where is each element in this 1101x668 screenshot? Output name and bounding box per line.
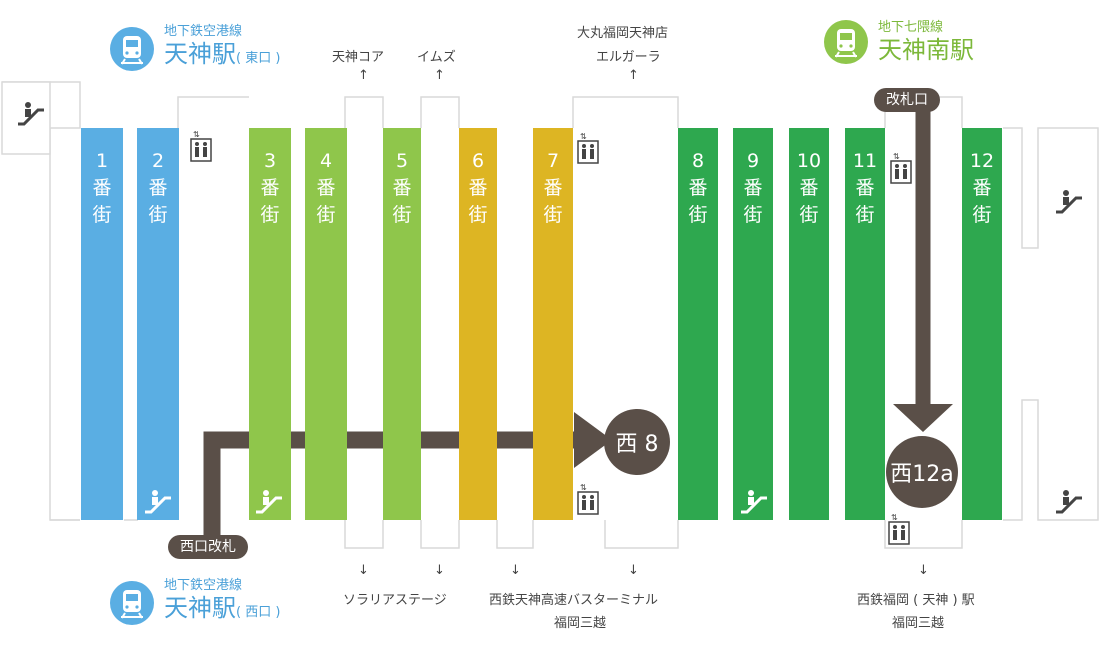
svg-text:⇅: ⇅ bbox=[193, 130, 200, 139]
down-arrow-icon: ↓ bbox=[510, 563, 521, 578]
dest-bus-terminal[interactable]: 西鉄天神高速バスターミナル bbox=[489, 593, 659, 608]
dest-imz[interactable]: イムズ bbox=[417, 50, 456, 65]
train-icon bbox=[110, 580, 154, 625]
route-arrowhead-west12a bbox=[893, 404, 953, 432]
station-airport-west[interactable]: 地下鉄空港線 天神駅( 西口 ) bbox=[110, 578, 280, 627]
up-arrow-icon: ↑ bbox=[628, 68, 639, 83]
dest-elgala[interactable]: エルガーラ bbox=[596, 50, 661, 65]
up-arrow-icon: ↑ bbox=[358, 68, 369, 83]
escalator-icon bbox=[1054, 188, 1084, 220]
dest-daimaru[interactable]: 大丸福岡天神店 bbox=[577, 26, 669, 41]
elevator-icon: ⇅ bbox=[190, 130, 212, 166]
station-line: 地下七隈線 bbox=[878, 20, 944, 35]
svg-text:⇅: ⇅ bbox=[580, 132, 587, 141]
svg-text:⇅: ⇅ bbox=[580, 483, 587, 492]
elevator-icon: ⇅ bbox=[577, 132, 599, 168]
station-airport-east[interactable]: 地下鉄空港線 天神駅( 東口 ) bbox=[110, 24, 280, 73]
station-name: 天神南駅 bbox=[878, 36, 974, 64]
station-name: 天神駅 bbox=[164, 40, 236, 68]
escalator-icon bbox=[254, 488, 284, 520]
exit-west8[interactable]: 西 8 bbox=[604, 409, 670, 475]
corridor-elgala bbox=[572, 96, 679, 128]
elevator-icon: ⇅ bbox=[577, 483, 599, 519]
down-arrow-icon: ↓ bbox=[434, 563, 445, 578]
station-line: 地下鉄空港線 bbox=[164, 578, 243, 593]
dest-tenjin-core[interactable]: 天神コア bbox=[332, 50, 385, 65]
corridor-imz bbox=[420, 96, 460, 128]
route-arrowhead-west8 bbox=[574, 412, 612, 468]
station-exit: ( 東口 ) bbox=[236, 51, 281, 66]
right-wall bbox=[1003, 127, 1099, 521]
down-arrow-icon: ↓ bbox=[918, 563, 929, 578]
station-line: 地下鉄空港線 bbox=[164, 24, 243, 39]
train-icon bbox=[824, 20, 868, 64]
escalator-icon bbox=[739, 488, 769, 520]
svg-text:⇅: ⇅ bbox=[891, 513, 898, 522]
down-arrow-icon: ↓ bbox=[628, 563, 639, 578]
down-arrow-icon: ↓ bbox=[358, 563, 369, 578]
dest-mitsukoshi[interactable]: 福岡三越 bbox=[554, 616, 607, 631]
train-icon bbox=[110, 26, 154, 71]
escalator-icon bbox=[1054, 488, 1084, 520]
corridor-tenjin-core bbox=[344, 96, 384, 128]
elevator-icon: ⇅ bbox=[888, 513, 910, 549]
station-nanakuma[interactable]: 地下七隈線 天神南駅 bbox=[824, 20, 974, 64]
up-arrow-icon: ↑ bbox=[434, 68, 445, 83]
station-exit: ( 西口 ) bbox=[236, 605, 281, 620]
escalator-icon bbox=[143, 488, 173, 520]
svg-text:⇅: ⇅ bbox=[893, 152, 900, 161]
dest-mitsukoshi-2[interactable]: 福岡三越 bbox=[892, 616, 945, 631]
station-name: 天神駅 bbox=[164, 594, 236, 622]
left-escalator-area bbox=[1, 81, 51, 155]
exit-west12a[interactable]: 西12a bbox=[886, 436, 958, 508]
west-gate-label[interactable]: 西口改札 bbox=[168, 535, 248, 559]
dest-solaria[interactable]: ソラリアステージ bbox=[343, 593, 447, 608]
dest-nishitetsu[interactable]: 西鉄福岡 ( 天神 ) 駅 bbox=[857, 593, 975, 608]
elevator-icon: ⇅ bbox=[890, 152, 912, 188]
south-gate-label[interactable]: 改札口 bbox=[874, 88, 940, 112]
escalator-icon bbox=[16, 100, 46, 132]
